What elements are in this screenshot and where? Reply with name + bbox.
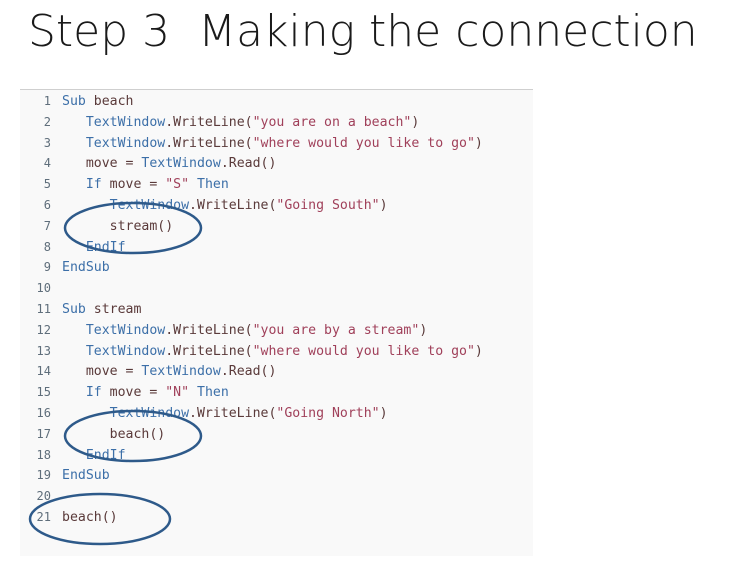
code-token: stream	[93, 302, 142, 317]
code-token: beach	[93, 94, 134, 109]
code-token: beach()	[62, 510, 118, 525]
code-token: .WriteLine(	[165, 322, 253, 338]
code-token: .Read()	[220, 156, 277, 172]
code-line: 2 TextWindow.WriteLine("you are on a bea…	[20, 112, 420, 133]
code-token: "you are on a beach"	[252, 114, 412, 130]
line-number: 2	[43, 114, 51, 129]
code-token: )	[411, 114, 420, 130]
line-number: 18	[36, 447, 51, 462]
code-token: Then	[189, 177, 229, 193]
code-token: TextWindow	[85, 343, 166, 359]
line-number: 10	[36, 281, 51, 296]
code-token: EndIf	[85, 447, 126, 463]
code-token: )	[419, 322, 428, 338]
code-token: .WriteLine(	[189, 406, 277, 421]
line-number: 12	[36, 322, 51, 337]
line-number: 8	[43, 239, 51, 254]
code-line: 3 TextWindow.WriteLine("where would you …	[20, 133, 483, 154]
line-number: 13	[36, 343, 51, 358]
code-line: 1 Sub beach	[20, 91, 134, 112]
code-token: .WriteLine(	[165, 343, 253, 359]
code-line: 5 If move = "S" Then	[20, 174, 229, 195]
code-token: .WriteLine(	[165, 114, 253, 130]
code-line: 7 stream()	[20, 216, 173, 237]
code-token: move =	[85, 156, 142, 172]
code-token: beach()	[109, 426, 166, 442]
line-number: 3	[43, 135, 51, 150]
code-token: TextWindow	[85, 322, 166, 338]
code-token: TextWindow	[109, 406, 190, 421]
line-number: 7	[43, 218, 51, 233]
code-token: If	[85, 385, 110, 401]
code-token: move =	[109, 385, 166, 401]
code-token: TextWindow	[85, 114, 166, 130]
code-line: 18 EndIf	[20, 445, 126, 466]
code-token: .WriteLine(	[189, 198, 277, 213]
highlight-circle-stream-call	[63, 201, 203, 255]
code-token: )	[379, 198, 388, 213]
code-line: 4 move = TextWindow.Read()	[20, 153, 277, 174]
code-token: "where would you like to go"	[252, 343, 475, 359]
code-token: Then	[189, 385, 229, 401]
slide-title: Step 3 Making the connection	[28, 6, 698, 57]
code-line: 17 beach()	[20, 424, 166, 445]
line-number: 11	[36, 302, 51, 316]
code-token: "Going South"	[276, 198, 380, 213]
code-line: 21 beach()	[20, 507, 118, 528]
line-number: 4	[43, 156, 51, 171]
code-token: .Read()	[220, 364, 277, 380]
code-token: "Going North"	[276, 406, 380, 421]
code-token: )	[379, 406, 388, 421]
line-number: 1	[43, 94, 51, 108]
code-token: Sub	[62, 302, 94, 317]
code-token: If	[85, 177, 110, 193]
code-line: 13 TextWindow.WriteLine("where would you…	[20, 341, 483, 362]
code-token: TextWindow	[141, 156, 221, 172]
line-number: 20	[36, 489, 51, 504]
code-line: 8 EndIf	[20, 237, 126, 258]
highlight-circle-main-call	[28, 492, 172, 546]
code-token: )	[474, 135, 483, 151]
code-line: 11 Sub stream	[20, 299, 142, 320]
code-token: move =	[85, 364, 142, 380]
code-line: 15 If move = "N" Then	[20, 382, 229, 403]
line-number: 14	[36, 364, 51, 379]
code-token: EndIf	[85, 239, 126, 255]
line-number: 19	[36, 468, 51, 483]
code-token: "N"	[165, 385, 190, 401]
code-line: 14 move = TextWindow.Read()	[20, 361, 277, 382]
code-line: 12 TextWindow.WriteLine("you are by a st…	[20, 320, 428, 341]
code-line: 6 TextWindow.WriteLine("Going South")	[20, 195, 388, 216]
line-number: 15	[36, 385, 51, 400]
code-token: )	[474, 343, 483, 359]
code-token: "where would you like to go"	[252, 135, 475, 151]
code-line: 9 EndSub	[20, 257, 110, 278]
code-token: EndSub	[62, 260, 110, 276]
code-line: 10	[20, 278, 62, 299]
code-token: TextWindow	[85, 135, 166, 151]
code-token: move =	[109, 177, 166, 193]
code-line: 20	[20, 486, 62, 507]
code-token: TextWindow	[141, 364, 221, 380]
highlight-circle-beach-call	[63, 409, 203, 463]
line-number: 17	[36, 426, 51, 441]
code-token: "you are by a stream"	[252, 322, 420, 338]
line-number: 5	[43, 177, 51, 192]
code-token: stream()	[109, 218, 174, 234]
code-token: EndSub	[62, 468, 110, 484]
code-token: TextWindow	[109, 198, 190, 213]
code-token: .WriteLine(	[165, 135, 253, 151]
line-number: 21	[36, 510, 51, 524]
code-line: 19 EndSub	[20, 465, 110, 486]
line-number: 6	[43, 198, 51, 212]
code-line: 16 TextWindow.WriteLine("Going North")	[20, 403, 388, 424]
code-token: Sub	[62, 94, 94, 109]
line-number: 9	[43, 260, 51, 275]
line-number: 16	[36, 406, 51, 420]
code-token: "S"	[165, 177, 190, 193]
